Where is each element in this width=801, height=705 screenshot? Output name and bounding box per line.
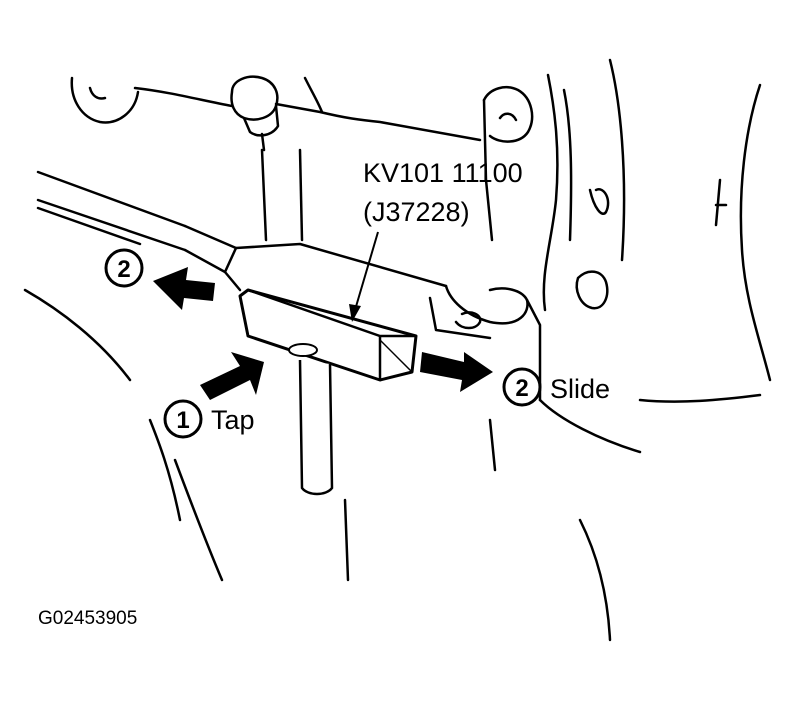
step-2-right-marker: 2 — [502, 367, 542, 407]
tool-alt-number: (J37228) — [363, 197, 470, 227]
step-1-label: Tap — [211, 405, 255, 435]
step-1-marker: 1 — [163, 399, 203, 439]
slide-right-arrow-icon — [420, 352, 493, 392]
slide-left-arrow-icon — [153, 267, 215, 310]
special-tool — [238, 288, 418, 496]
step-1-number: 1 — [176, 407, 189, 434]
figure-id: G02453905 — [38, 608, 137, 629]
case-outline — [23, 58, 772, 642]
step-2-left-marker: 2 — [104, 248, 144, 288]
tool-leader-line — [349, 231, 379, 322]
tool-part-number: KV101 11100 — [363, 158, 523, 188]
tap-arrow-icon — [200, 352, 264, 400]
step-2-right-number: 2 — [515, 375, 528, 402]
step-2-right-label: Slide — [550, 374, 610, 404]
step-2-left-number: 2 — [117, 256, 130, 283]
